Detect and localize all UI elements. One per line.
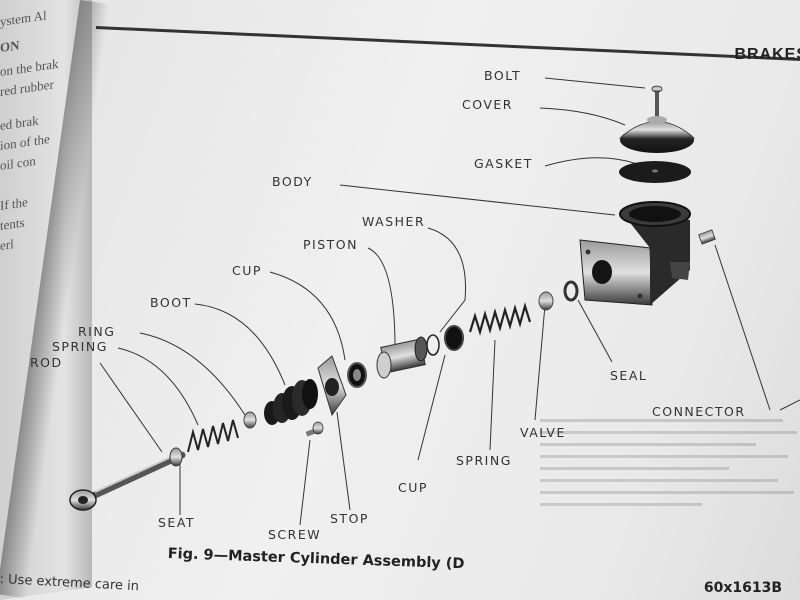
valve-part [538, 291, 554, 311]
seal-part [563, 280, 579, 302]
figure-code: 60x1613B [703, 580, 782, 596]
label-cup-bottom: CUP [398, 480, 428, 495]
label-valve: VALVE [520, 425, 566, 440]
cover-part [618, 116, 696, 153]
bolt-leader [544, 77, 646, 89]
stop-leader [336, 411, 351, 511]
piston-leader [367, 247, 396, 349]
cover-leader [539, 107, 626, 126]
label-seal: SEAL [610, 368, 648, 383]
boot-leader [194, 303, 286, 386]
label-bolt: BOLT [484, 68, 522, 83]
screw-part [305, 421, 324, 437]
label-gasket: GASKET [474, 156, 533, 171]
stop-part [317, 355, 347, 417]
boot-part [264, 379, 318, 425]
screw-leader [299, 439, 311, 526]
valve-leader [534, 304, 546, 421]
label-piston: PISTON [303, 237, 358, 252]
connector-leader [714, 244, 771, 411]
body-part [579, 201, 691, 306]
label-seat: SEAT [158, 515, 196, 530]
ring-part [243, 411, 257, 429]
cup-bottom-leader [417, 354, 446, 461]
label-screw: SCREW [268, 527, 322, 542]
spring-right-leader [489, 339, 496, 451]
label-ring: RING [78, 324, 116, 339]
label-spring-right: SPRING [456, 453, 512, 468]
label-rod: ROD [30, 355, 63, 370]
washer-leader [427, 227, 467, 333]
connector-leader-2 [779, 399, 800, 411]
body-leader [339, 184, 616, 216]
connector-part [698, 229, 716, 245]
ring-leader [139, 332, 246, 416]
section-title: BRAKES [734, 46, 800, 63]
label-washer: WASHER [362, 214, 426, 229]
faint-body-text [540, 410, 800, 515]
washer-part [426, 334, 440, 356]
label-body: BODY [272, 174, 313, 189]
cup-top-leader [269, 271, 346, 361]
spring-left-leader [117, 347, 199, 426]
label-connector: CONNECTOR [652, 404, 746, 419]
seal-leader [577, 299, 613, 363]
piston-part [376, 336, 428, 379]
label-boot: BOOT [150, 295, 192, 310]
rod-part [69, 447, 186, 511]
rod-leader [99, 362, 163, 453]
spring-left-part [187, 419, 239, 453]
gasket-leader [544, 157, 641, 167]
spring-right-part [468, 302, 532, 336]
label-stop: STOP [330, 511, 369, 526]
cup-bottom-part [444, 325, 464, 351]
label-spring-left: SPRING [52, 339, 108, 354]
label-cover: COVER [462, 97, 513, 112]
label-cup-top: CUP [232, 263, 262, 278]
bolt-part [651, 85, 663, 126]
